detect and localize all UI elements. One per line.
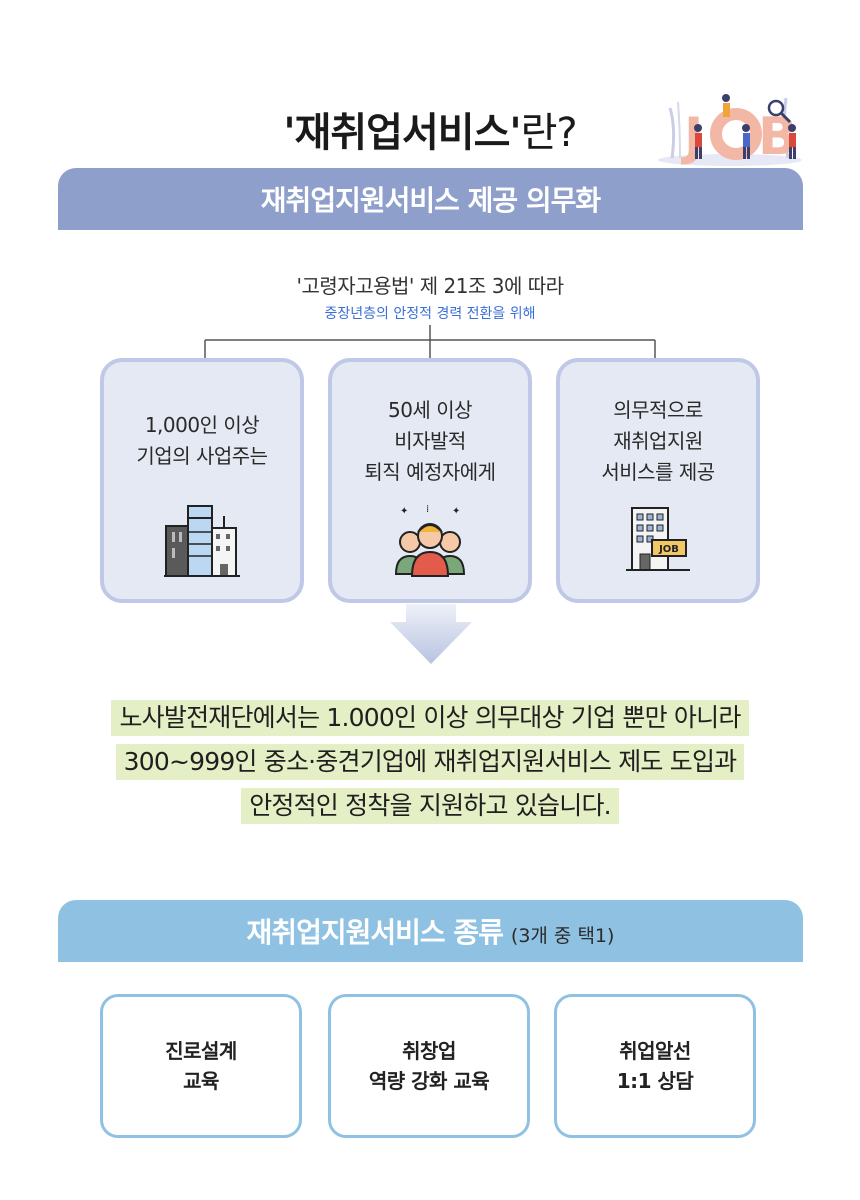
buildings-icon: [164, 505, 240, 577]
highlight-line: 노사발전재단에서는 1.000인 이상 의무대상 기업 뿐만 아니라: [111, 700, 749, 736]
service-types-banner-label: 재취업지원서비스 종류: [246, 916, 504, 949]
service-startup-training-text: 취창업 역량 강화 교육: [368, 1039, 490, 1093]
svg-text:⁞: ⁞: [426, 504, 429, 515]
card-retirees: 50세 이상 비자발적 퇴직 예정자에게 ✦ ⁞ ✦: [328, 358, 532, 603]
down-arrow-icon: [390, 604, 472, 664]
service-career-design-text: 진로설계 교육: [165, 1039, 237, 1093]
svg-text:✦: ✦: [452, 506, 460, 517]
mandate-banner-label: 재취업지원서비스 제공 의무화: [260, 184, 601, 217]
service-career-design: 진로설계 교육: [100, 994, 302, 1138]
foundation-support-statement: 노사발전재단에서는 1.000인 이상 의무대상 기업 뿐만 아니라 300~9…: [0, 700, 860, 832]
service-startup-training: 취창업 역량 강화 교육: [328, 994, 530, 1138]
card-employer-text: 1,000인 이상 기업의 사업주는: [136, 413, 268, 468]
group-people-icon: ✦ ⁞ ✦: [394, 504, 466, 577]
card-obligation: 의무적으로 재취업지원 서비스를 제공 JOB: [556, 358, 760, 603]
card-employer: 1,000인 이상 기업의 사업주는: [100, 358, 304, 603]
mandate-banner: 재취업지원서비스 제공 의무화: [58, 168, 803, 230]
card-obligation-text: 의무적으로 재취업지원 서비스를 제공: [601, 398, 715, 484]
svg-text:✦: ✦: [400, 506, 408, 517]
service-types-banner-sub: (3개 중 택1): [510, 924, 615, 947]
job-office-icon: JOB: [626, 507, 690, 571]
law-purpose: 중장년층의 안정적 경력 전환을 위해: [324, 306, 536, 322]
highlight-line: 300~999인 중소·중견기업에 재취업지원서비스 제도 도입과: [115, 744, 745, 780]
service-job-placement-text: 취업알선 1:1 상담: [616, 1039, 694, 1093]
job-people-illustration: J B: [658, 94, 802, 167]
svg-text:JOB: JOB: [658, 544, 679, 555]
title-main: '재취업서비스': [283, 110, 521, 156]
title-suffix: 란?: [520, 110, 578, 156]
service-types-banner: 재취업지원서비스 종류 (3개 중 택1): [58, 900, 803, 962]
card-retirees-text: 50세 이상 비자발적 퇴직 예정자에게: [364, 398, 496, 484]
highlight-line: 안정적인 정착을 지원하고 있습니다.: [241, 788, 619, 824]
service-job-placement: 취업알선 1:1 상담: [554, 994, 756, 1138]
page-title: '재취업서비스'란?: [0, 100, 860, 158]
law-reference: '고령자고용법' 제 21조 3에 따라: [296, 274, 565, 298]
